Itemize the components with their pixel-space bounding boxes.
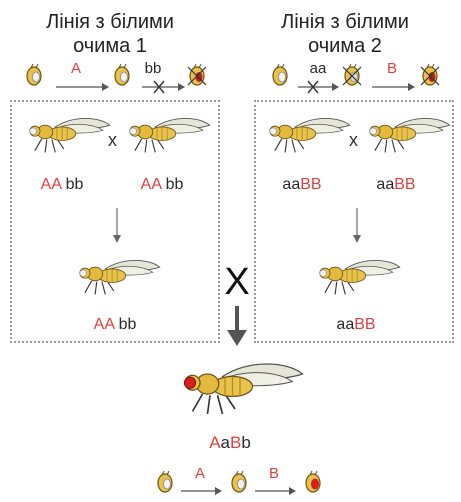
line1-title: Лінія з білими очима 1 bbox=[10, 10, 210, 58]
allele: b bbox=[241, 433, 251, 452]
line2-pathway bbox=[272, 63, 440, 94]
genotype-right-p2: aaBB bbox=[356, 176, 436, 194]
fly-hybrid bbox=[183, 363, 304, 415]
allele: bb bbox=[65, 176, 84, 193]
allele: B bbox=[230, 433, 242, 452]
head-white-eye-icon bbox=[272, 63, 288, 86]
head-white-eye-icon bbox=[157, 470, 173, 493]
allele: A bbox=[209, 433, 221, 452]
head-crossed-icon bbox=[187, 63, 207, 86]
genotype-right-p1: aaBB bbox=[262, 176, 342, 194]
line1-step2-label: bb bbox=[144, 60, 162, 77]
bottom-pathway bbox=[157, 470, 321, 495]
head-white-eye-icon bbox=[26, 63, 42, 86]
genotype-left-p2: AA bb bbox=[122, 176, 202, 194]
blocked-cross-icon bbox=[307, 80, 319, 94]
down-arrow-bold-icon bbox=[227, 306, 247, 346]
line1-step1-label: A bbox=[70, 60, 81, 77]
down-arrow-icon bbox=[113, 208, 121, 243]
fly-parent2-right bbox=[369, 117, 451, 153]
allele: AA bbox=[140, 176, 162, 193]
blocked-cross-icon bbox=[153, 80, 165, 94]
head-crossed-icon bbox=[420, 63, 440, 86]
allele: aa bbox=[376, 176, 395, 193]
cross-symbol-left: x bbox=[108, 130, 117, 150]
head-white-eye-icon bbox=[231, 470, 247, 493]
allele: aa bbox=[282, 176, 301, 193]
big-cross-symbol: X bbox=[224, 261, 250, 303]
head-crossed-icon bbox=[342, 63, 362, 86]
fly-parent2-left bbox=[129, 117, 211, 153]
allele: BB bbox=[300, 176, 322, 193]
head-red-eye-icon bbox=[305, 470, 321, 493]
line1-title-line2: очима 1 bbox=[73, 35, 147, 57]
cross-symbol-right: x bbox=[349, 130, 358, 150]
genotype-right-offspring: aaBB bbox=[316, 316, 396, 334]
head-white-eye-icon bbox=[114, 63, 130, 86]
line1-title-line1: Лінія з білими bbox=[46, 11, 174, 33]
fly-parent1-left bbox=[29, 117, 111, 153]
allele: bb bbox=[118, 316, 137, 333]
allele: a bbox=[220, 433, 230, 452]
line2-step2-label: B bbox=[386, 60, 397, 77]
fly-offspring-right bbox=[319, 259, 401, 295]
genotype-hybrid: AaBb bbox=[190, 434, 270, 452]
line2-title-line2: очима 2 bbox=[308, 35, 382, 57]
genotype-left-p1: AA bb bbox=[22, 176, 102, 194]
genotype-left-offspring: AA bb bbox=[75, 316, 155, 334]
line1-pathway bbox=[26, 63, 207, 94]
bottom-step1-label: A bbox=[194, 465, 205, 482]
allele: BB bbox=[354, 316, 376, 333]
line2-step1-label: aa bbox=[309, 60, 327, 77]
line2-title-line1: Лінія з білими bbox=[281, 11, 409, 33]
allele: BB bbox=[394, 176, 416, 193]
fly-offspring-left bbox=[79, 259, 161, 295]
panel-line1 bbox=[10, 100, 220, 343]
allele: AA bbox=[40, 176, 62, 193]
down-arrow-icon bbox=[353, 208, 361, 243]
line2-title: Лінія з білими очима 2 bbox=[245, 10, 445, 58]
allele: AA bbox=[93, 316, 115, 333]
allele: bb bbox=[165, 176, 184, 193]
fly-parent1-right bbox=[269, 117, 351, 153]
panel-line2 bbox=[254, 100, 454, 343]
allele: aa bbox=[336, 316, 355, 333]
bottom-step2-label: B bbox=[268, 465, 279, 482]
